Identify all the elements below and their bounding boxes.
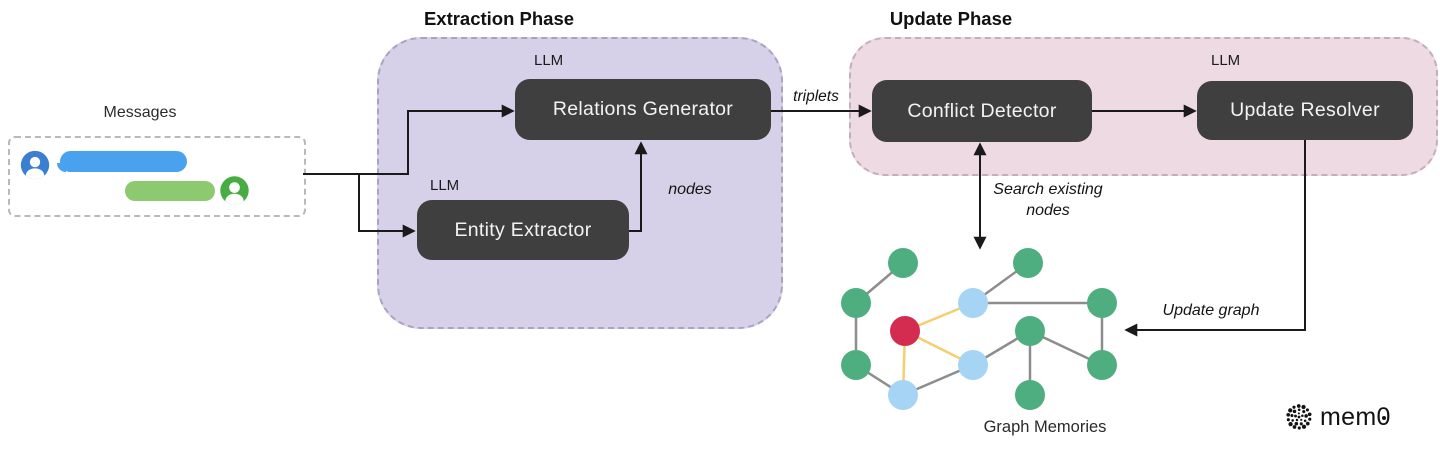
graph-edge (855, 262, 904, 304)
graph-node-green (1087, 350, 1117, 380)
graph-node-green (1015, 380, 1045, 410)
entity-llm-label: LLM (430, 177, 460, 194)
mem0-dots-icon (1286, 404, 1312, 430)
graph-nodes (841, 248, 1117, 410)
graph-edge (855, 363, 904, 397)
graph-node-green (888, 248, 918, 278)
relations-generator-label: Relations Generator (552, 98, 734, 120)
graph-node-green (1015, 316, 1045, 346)
graph-memories-label: Graph Memories (983, 418, 1107, 436)
mem0-logo-dots (1286, 404, 1312, 430)
user-avatar-blue-icon (20, 150, 50, 180)
messages-label: Messages (103, 104, 177, 121)
graph-edges (854, 261, 1104, 397)
update-phase-title: Update Phase (889, 8, 1013, 29)
extraction-phase-title: Extraction Phase (423, 8, 575, 29)
update-graph-label: Update graph (1162, 302, 1260, 319)
chat-bubble-blue (57, 151, 187, 172)
conflict-detector-label: Conflict Detector (907, 99, 1057, 122)
chat-bubble-green (125, 181, 215, 201)
entity-extractor-box: Entity Extractor (417, 200, 629, 260)
graph-node-blue (888, 380, 918, 410)
resolver-llm-label: LLM (1211, 52, 1241, 69)
nodes-flow-label: nodes (668, 181, 712, 198)
graph-node-green (841, 288, 871, 318)
update-resolver-label: Update Resolver (1230, 99, 1380, 121)
graph-edge (904, 301, 974, 333)
graph-edge (901, 330, 907, 396)
graph-node-green (1013, 248, 1043, 278)
graph-edge (972, 329, 1031, 367)
messages-box (8, 136, 306, 217)
search-existing-nodes-label: Search existing nodes (993, 181, 1103, 219)
graph-edge (972, 261, 1029, 305)
graph-edge (902, 363, 974, 397)
entity-extractor-label: Entity Extractor (454, 218, 592, 241)
graph-node-red (890, 316, 920, 346)
relations-llm-label: LLM (534, 52, 564, 69)
user-avatar-green-icon (218, 174, 251, 207)
triplets-flow-label: triplets (793, 88, 839, 105)
relations-generator-box: Relations Generator (515, 79, 771, 140)
conflict-detector-box: Conflict Detector (872, 80, 1092, 142)
graph-edge (904, 329, 974, 367)
graph-node-blue (958, 350, 988, 380)
graph-node-blue (958, 288, 988, 318)
graph-edge (1029, 329, 1103, 367)
update-resolver-box: Update Resolver (1197, 81, 1413, 140)
graph-node-green (841, 350, 871, 380)
graph-node-green (1087, 288, 1117, 318)
